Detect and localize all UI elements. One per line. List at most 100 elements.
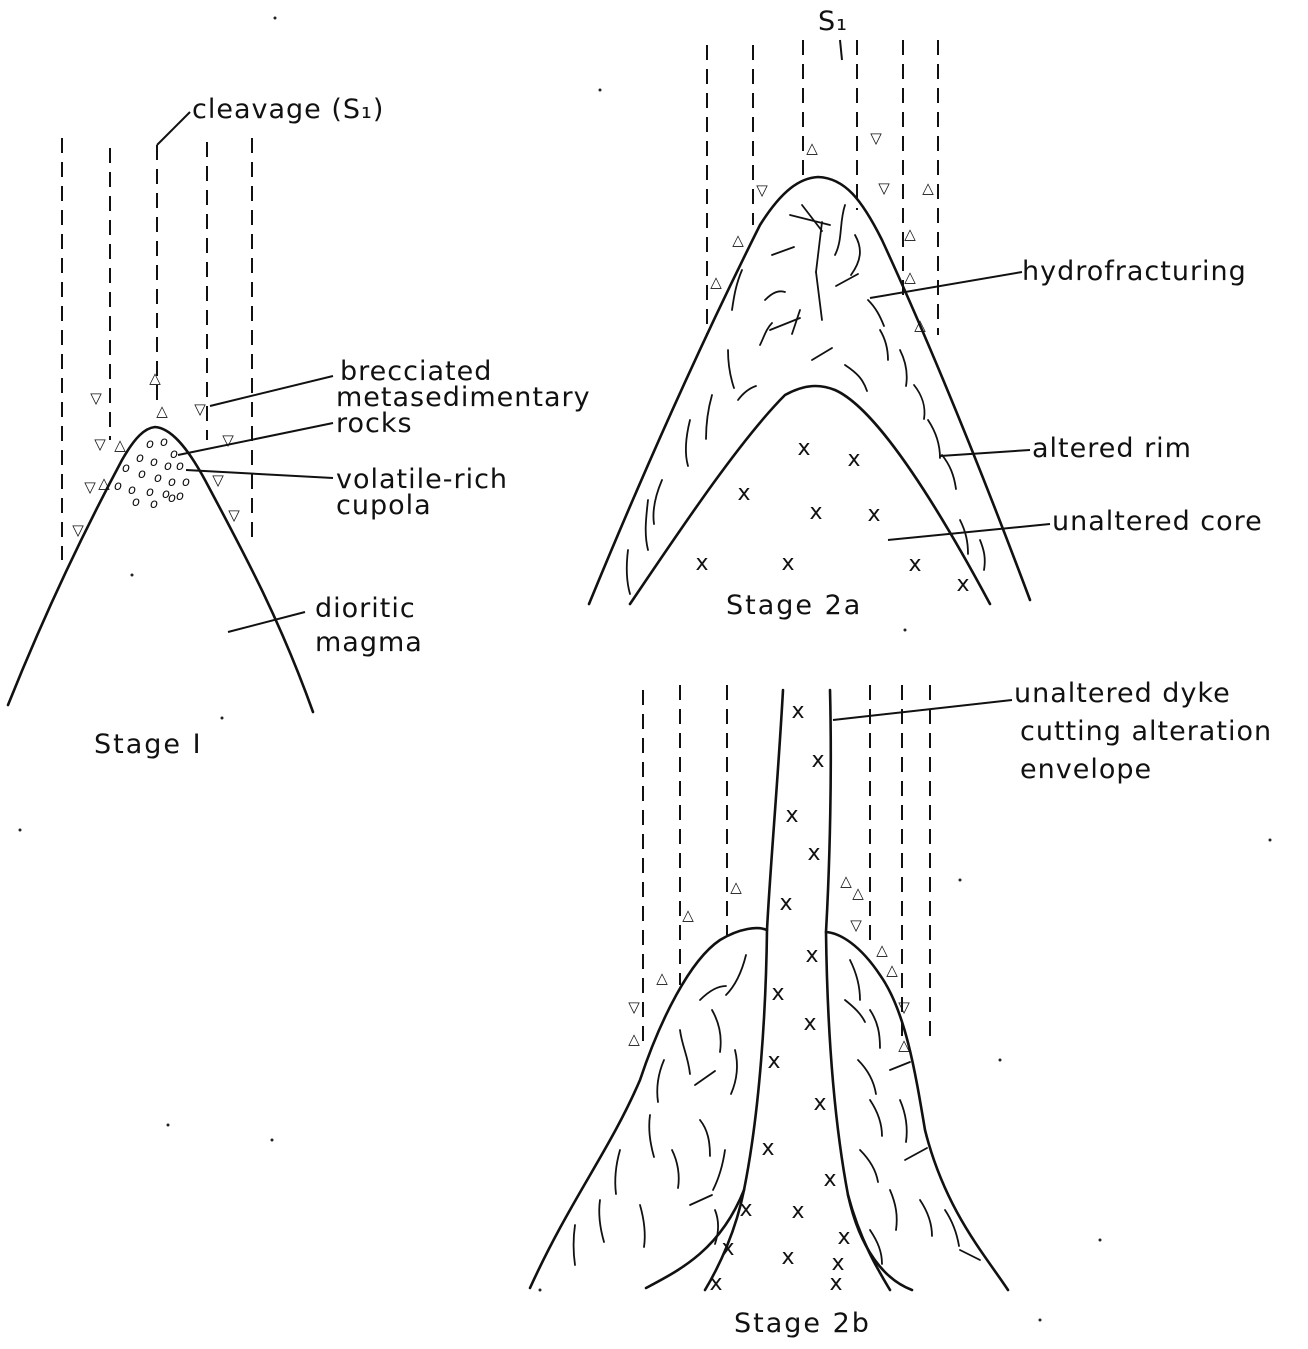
cupola-cell: o — [138, 467, 146, 482]
stage-1-cleavage-label: cleavage (S₁) — [192, 94, 384, 125]
triangle-down-symbol: ▽ — [898, 998, 910, 1016]
x-symbol: x — [797, 436, 810, 461]
x-symbol: x — [837, 1225, 850, 1250]
x-symbol: x — [791, 1199, 804, 1224]
x-symbol: x — [813, 1091, 826, 1116]
stage-2a-leaders — [840, 40, 1050, 540]
triangle-up-symbol: △ — [149, 369, 161, 387]
triangle-up-symbol: △ — [656, 969, 668, 987]
x-symbol: x — [908, 552, 921, 577]
x-symbol: x — [761, 1136, 774, 1161]
cupola-cell: o — [154, 471, 162, 486]
triangle-down-symbol: ▽ — [90, 389, 102, 407]
x-symbol: x — [803, 1011, 816, 1036]
stage-2a-s1-label: S₁ — [818, 6, 848, 37]
triangle-up-symbol: △ — [852, 884, 864, 902]
triangle-up-symbol: △ — [98, 474, 110, 492]
cupola-cell: o — [150, 455, 158, 470]
stage-1-cupola-label-line2: cupola — [336, 490, 432, 521]
stage-2b-dyke-label-line2: cutting alteration — [1020, 716, 1272, 747]
stage-1-magma-label-line2: magma — [315, 627, 423, 658]
x-symbol: x — [823, 1167, 836, 1192]
x-symbol: x — [737, 481, 750, 506]
cupola-cell: o — [182, 475, 190, 490]
triangle-up-symbol: △ — [886, 961, 898, 979]
cupola-cell: o — [168, 491, 176, 506]
triangle-up-symbol: △ — [806, 139, 818, 157]
triangle-up-symbol: △ — [904, 225, 916, 243]
x-symbol: x — [709, 1271, 722, 1296]
x-symbol: x — [739, 1197, 752, 1222]
triangle-up-symbol: △ — [904, 268, 916, 286]
stage-2a-core-crosses: x x x x x x x x x — [695, 436, 969, 597]
triangle-down-symbol: ▽ — [228, 506, 240, 524]
x-symbol: x — [867, 502, 880, 527]
x-symbol: x — [809, 500, 822, 525]
triangle-down-symbol: ▽ — [878, 179, 890, 197]
cupola-cell: o — [146, 437, 154, 452]
x-symbol: x — [829, 1271, 842, 1296]
cupola-cell: o — [160, 435, 168, 450]
triangle-up-symbol: △ — [730, 878, 742, 896]
x-symbol: x — [695, 551, 708, 576]
x-symbol: x — [779, 891, 792, 916]
x-symbol: x — [807, 841, 820, 866]
stage-1-magma-outline — [8, 427, 313, 712]
triangle-up-symbol: △ — [840, 872, 852, 890]
triangle-down-symbol: ▽ — [94, 435, 106, 453]
triangle-down-symbol: ▽ — [628, 998, 640, 1016]
triangle-up-symbol: △ — [710, 273, 722, 291]
triangle-up-symbol: △ — [732, 231, 744, 249]
x-symbol: x — [811, 748, 824, 773]
x-symbol: x — [791, 699, 804, 724]
triangle-up-symbol: △ — [922, 179, 934, 197]
x-symbol: x — [781, 551, 794, 576]
cupola-cell: o — [132, 495, 140, 510]
x-symbol: x — [721, 1236, 734, 1261]
x-symbol: x — [847, 447, 860, 472]
cupola-cell: o — [114, 479, 122, 494]
cupola-cell: o — [150, 497, 158, 512]
stage-2b-caption: Stage 2b — [734, 1308, 871, 1339]
stage-2a-panel: xxxxxxxxx △△△△△△△▽▽▽ S₁ hydrofracturing … — [589, 6, 1263, 621]
cupola-cell: o — [176, 459, 184, 474]
stage-2a-cleavage-lines — [707, 40, 938, 335]
stage-1-magma-label-line1: dioritic — [315, 593, 416, 624]
x-symbol: x — [805, 943, 818, 968]
cupola-cell: o — [176, 489, 184, 504]
stage-1-caption: Stage I — [94, 729, 203, 760]
stage-2b-dyke-right-wall — [826, 690, 890, 1290]
x-symbol: x — [771, 981, 784, 1006]
x-symbol: x — [781, 1245, 794, 1270]
triangle-down-symbol: ▽ — [870, 129, 882, 147]
stage-2a-outer-outline — [589, 177, 1030, 604]
stage-2a-caption: Stage 2a — [726, 590, 862, 621]
triangle-down-symbol: ▽ — [84, 478, 96, 496]
triangle-up-symbol: △ — [914, 316, 926, 334]
triangle-up-symbol: △ — [628, 1030, 640, 1048]
triangle-down-symbol: ▽ — [850, 916, 862, 934]
cupola-cell: o — [136, 451, 144, 466]
stage-2b-dyke-label-line1: unaltered dyke — [1014, 678, 1231, 709]
cupola-cell: o — [122, 461, 130, 476]
scan-noise-dots — [19, 17, 1272, 1322]
triangle-up-symbol: △ — [876, 941, 888, 959]
triangle-down-symbol: ▽ — [212, 471, 224, 489]
stage-2a-altered-rim-label: altered rim — [1032, 433, 1192, 464]
stage-2a-core-outline — [630, 386, 990, 604]
triangle-up-symbol: △ — [682, 906, 694, 924]
stage-2b-panel: xxxxxxxxxxxxxxxxxxxx △△△△△△△△△▽▽▽ unalte… — [530, 678, 1272, 1339]
stage-2a-hydrofracturing-label: hydrofracturing — [1022, 256, 1247, 287]
triangle-down-symbol: ▽ — [194, 400, 206, 418]
triangle-up-symbol: △ — [898, 1036, 910, 1054]
triangle-up-symbol: △ — [156, 402, 168, 420]
stage-1-breccia-label-line3: rocks — [336, 408, 413, 439]
stage-2a-unaltered-core-label: unaltered core — [1052, 506, 1263, 537]
x-symbol: x — [785, 803, 798, 828]
x-symbol: x — [956, 572, 969, 597]
x-symbol: x — [767, 1049, 780, 1074]
stage-2b-right-envelope-outline — [826, 932, 1008, 1290]
